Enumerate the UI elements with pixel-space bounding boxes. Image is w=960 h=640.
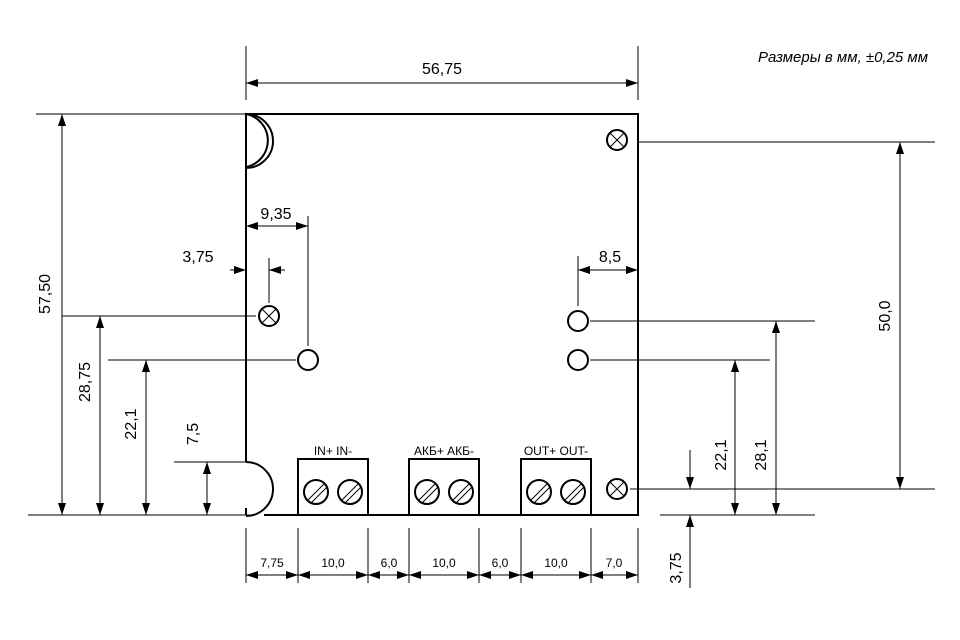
- dim-right-height-1: 22,1: [713, 439, 730, 470]
- dim-hole-offset-2: 3,75: [182, 249, 213, 266]
- corner-notch-top: [245, 112, 269, 169]
- terminal-block-out: [520, 458, 592, 516]
- terminal-out-label: OUT+ OUT-: [524, 444, 588, 458]
- mount-hole-bottom-right: [606, 478, 628, 500]
- corner-notch-top-arc: [245, 113, 274, 169]
- dim-right-height-2: 28,1: [753, 439, 770, 470]
- terminal-block-in: [297, 458, 369, 516]
- mount-hole-top-right: [606, 129, 628, 151]
- terminal-in-label: IN+ IN-: [314, 444, 352, 458]
- corner-notch-bottom: [245, 461, 274, 517]
- dim-bottom-6: 10,0: [544, 556, 568, 570]
- board-outline: [245, 113, 639, 516]
- dim-left-height-3: 7,5: [185, 423, 202, 445]
- dim-bottom-7: 7,0: [606, 556, 623, 570]
- dim-board-height: 57,50: [37, 274, 54, 314]
- hole-right-upper: [567, 310, 589, 332]
- hole-left-plain: [297, 349, 319, 371]
- dim-left-height-1: 28,75: [77, 362, 94, 402]
- extension-lines: [28, 46, 935, 583]
- dim-bottom-1: 7,75: [260, 556, 284, 570]
- dim-bottom-5: 6,0: [492, 556, 509, 570]
- mount-hole-left: [258, 305, 280, 327]
- dim-hole-offset-1: 9,35: [260, 206, 291, 223]
- dim-bottom-3: 6,0: [381, 556, 398, 570]
- dimension-lines: [58, 79, 904, 588]
- hole-right-lower: [567, 349, 589, 371]
- dim-right-bottom: 3,75: [668, 552, 685, 583]
- dim-left-height-2: 22,1: [123, 408, 140, 439]
- dim-hole-offset-right: 8,5: [599, 249, 621, 266]
- dim-bottom-4: 10,0: [432, 556, 456, 570]
- tolerance-note: Размеры в мм, ±0,25 мм: [758, 49, 928, 66]
- dim-right-height-total: 50,0: [877, 300, 894, 331]
- terminal-battery-label: АКБ+ АКБ-: [414, 444, 474, 458]
- dim-bottom-2: 10,0: [321, 556, 345, 570]
- dim-board-width: 56,75: [422, 61, 462, 78]
- terminal-block-battery: [408, 458, 480, 516]
